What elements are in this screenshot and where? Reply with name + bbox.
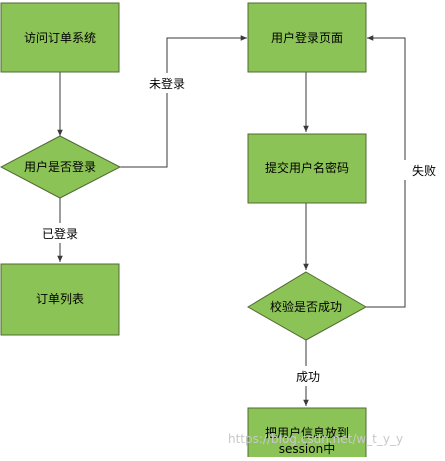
label-success: 成功 — [296, 370, 320, 384]
node-login-page: 用户登录页面 — [247, 2, 367, 73]
edge-label-bg — [36, 223, 84, 243]
node-store-session: 把用户信息放到 session中 — [247, 407, 367, 461]
node-verify: 校验是否成功 — [247, 271, 368, 341]
node-login-page-label: 用户登录页面 — [271, 30, 343, 45]
node-visit: 访问订单系统 — [0, 2, 120, 73]
edge-label-bg — [290, 366, 326, 386]
edge-label-bg — [142, 73, 192, 93]
node-is-logged-in: 用户是否登录 — [0, 135, 122, 199]
node-submit-credentials-label: 提交用户名密码 — [265, 160, 349, 175]
edge-not-logged-in — [120, 35, 247, 168]
node-order-list: 订单列表 — [0, 263, 120, 336]
node-store-session-label-line2: session中 — [279, 441, 335, 456]
edges — [57, 35, 406, 406]
node-is-logged-in-label: 用户是否登录 — [24, 159, 96, 174]
label-fail: 失败 — [412, 163, 436, 178]
label-logged-in: 已登录 — [42, 226, 78, 241]
label-not-logged-in: 未登录 — [149, 76, 185, 91]
node-visit-label: 访问订单系统 — [24, 31, 96, 45]
edge-labels: 未登录 已登录 失败 成功 — [36, 73, 436, 386]
node-store-session-label-line1: 把用户信息放到 — [265, 425, 349, 440]
node-submit-credentials: 提交用户名密码 — [247, 133, 367, 204]
nodes: 访问订单系统 用户是否登录 订单列表 用户登录页面 提交用户名密码 校验是否成功… — [0, 2, 368, 461]
node-verify-label: 校验是否成功 — [270, 299, 342, 314]
node-order-list-label: 订单列表 — [36, 292, 84, 306]
edge-label-bg — [392, 160, 430, 180]
